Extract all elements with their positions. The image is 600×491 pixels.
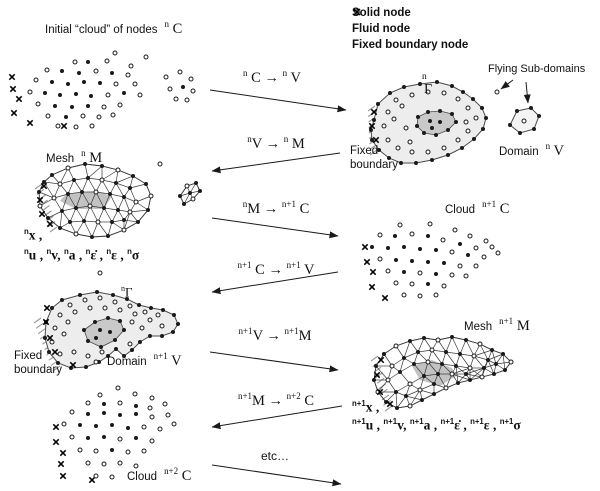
legend-item-fluid: Fluid node <box>352 9 468 35</box>
legend-label: Fixed boundary node <box>352 38 469 51</box>
legend-label: Fluid node <box>352 22 411 35</box>
gamma-boundary-label-left: nΓ <box>121 284 133 300</box>
title-symbol: n C <box>164 19 183 37</box>
fixed-boundary-label-left: Fixed boundary <box>14 350 62 377</box>
arrow-label-etc: etc… <box>260 449 290 463</box>
legend-item-solid: Solid node <box>352 6 468 19</box>
figure-title: Initial “cloud” of nodes n C <box>45 19 182 38</box>
fixed-boundary-node-icon <box>353 8 361 16</box>
arrow-label-nc-to-nv: n C → n V <box>243 68 301 86</box>
gamma-boundary-label-top: n Γ <box>420 72 433 97</box>
state-variables-n-line1: nx , <box>24 227 43 243</box>
legend-label: Solid node <box>352 6 411 19</box>
legend: Solid node Fluid node Fixed boundary nod… <box>352 6 468 51</box>
gamma-n: n <box>422 72 427 82</box>
legend-item-fixed: Fixed boundary node <box>352 8 469 51</box>
state-variables-n1-line2: n+1u , n+1v, n+1a , n+1ε̇ , n+1ε , n+1σ <box>352 417 521 433</box>
arrow-label-n1m-to-n2c: n+1M → n+2 C <box>237 391 315 409</box>
gamma-symbol: Γ <box>424 81 433 97</box>
title-text: Initial “cloud” of nodes <box>45 24 158 36</box>
arrow-label-n1v-to-n1m: n+1V → n+1M <box>238 326 312 344</box>
arrow-label-n1c-to-n1v: n+1 C → n+1 V <box>237 260 315 278</box>
arrow-label-nv-to-nm: nV → n M <box>247 134 305 152</box>
arrow-label-nm-to-n1c: nM → n+1 C <box>242 199 310 217</box>
flying-subdomains-label: Flying Sub-domains <box>488 63 586 75</box>
state-variables-n1-line1: n+1x , <box>352 399 380 415</box>
state-variables-n-line2: nu , nv, na , nε̇ , nε , nσ <box>24 247 140 263</box>
fixed-boundary-label-top: Fixed boundary <box>350 145 398 172</box>
